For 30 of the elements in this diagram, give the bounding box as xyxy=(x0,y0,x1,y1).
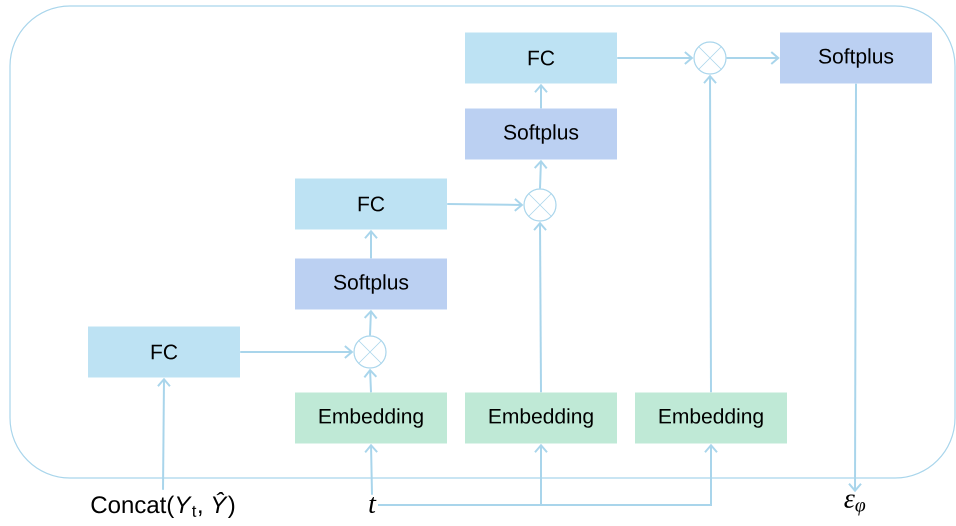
embedding-box: Embedding xyxy=(635,392,787,444)
arrow xyxy=(364,444,378,495)
arrow xyxy=(534,84,548,108)
fc-box: FC xyxy=(465,32,617,84)
embedding-box: Embedding xyxy=(465,392,617,444)
arrow xyxy=(157,378,171,490)
arrow xyxy=(534,160,548,188)
fc-box: FC xyxy=(295,178,447,230)
fc-box: FC xyxy=(88,326,240,378)
softplus-box: Softplus xyxy=(465,108,617,160)
arrow xyxy=(533,222,547,392)
arrow xyxy=(726,51,780,65)
arrow xyxy=(364,230,378,258)
input-label: Concat(Y$_{t}$, Ŷ) xyxy=(92,492,234,518)
arrow xyxy=(447,198,524,212)
input-label: ε$_{φ}$ xyxy=(844,494,866,516)
arrow xyxy=(617,51,694,65)
arrow xyxy=(240,345,354,359)
softplus-box: Softplus xyxy=(295,258,447,310)
multiply-symbol xyxy=(353,335,387,369)
multiply-symbol xyxy=(523,188,557,222)
arrow xyxy=(364,310,378,336)
arrow xyxy=(703,74,717,392)
arrow xyxy=(378,444,718,506)
arrow xyxy=(364,368,378,392)
multiply-symbol xyxy=(693,41,727,75)
input-label: t xyxy=(369,496,376,513)
softplus-box: Softplus xyxy=(780,32,932,84)
embedding-box: Embedding xyxy=(295,392,447,444)
arrow xyxy=(848,84,862,492)
